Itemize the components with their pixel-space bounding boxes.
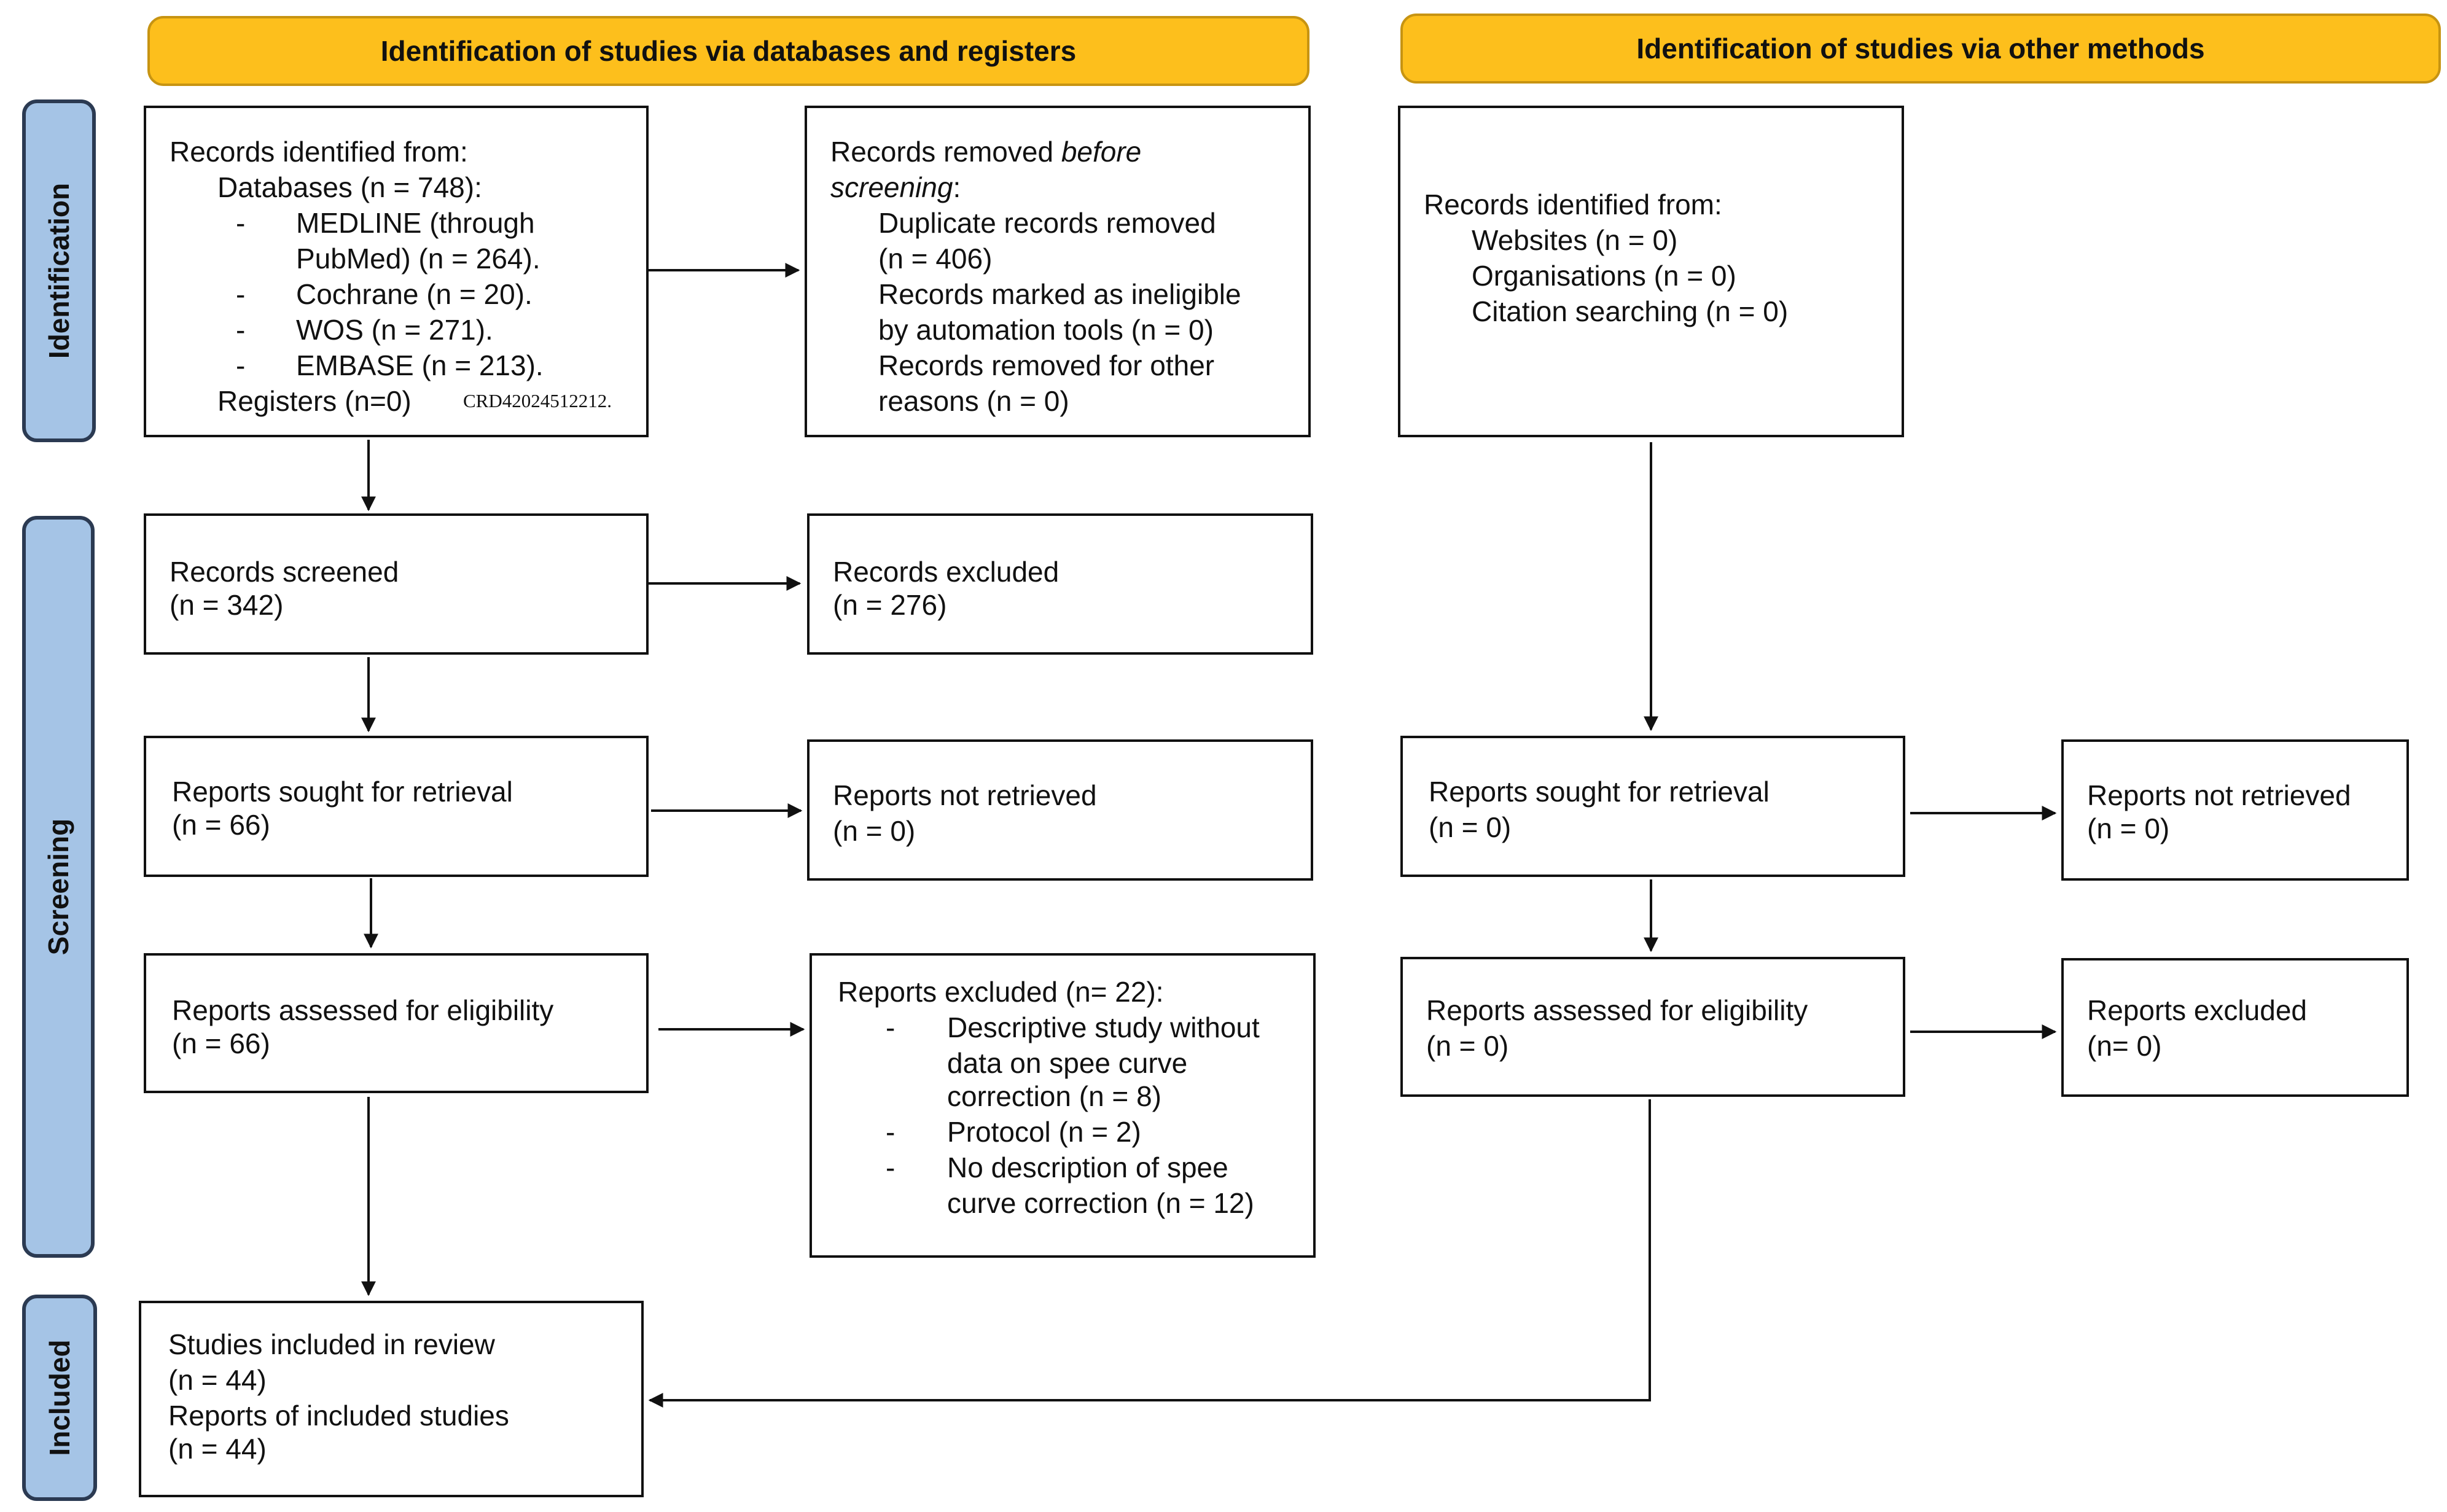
text-removed-title-line1: Records removed before — [830, 134, 1141, 170]
bullet-embase: - — [236, 349, 246, 381]
box-records-identified-other: Records identified from: Websites (n = 0… — [1398, 106, 1904, 437]
text-assessed-other-label: Reports assessed for eligibility — [1426, 994, 1808, 1026]
text-websites: Websites (n = 0) — [1472, 224, 1678, 256]
text-screened-n: (n = 342) — [170, 589, 284, 621]
text-assessed-db-label: Reports assessed for eligibility — [172, 994, 554, 1026]
text-removed-title-italic-2: screening — [830, 171, 953, 203]
text-other-reasons-1: Records removed for other — [878, 349, 1215, 381]
text-no-description-1: No description of spee — [947, 1152, 1228, 1183]
box-records-identified-databases: Records identified from: Databases (n = … — [144, 106, 649, 437]
text-reports-included-n: (n = 44) — [168, 1433, 267, 1465]
text-wos: WOS (n = 271). — [296, 314, 493, 346]
text-descriptive-1: Descriptive study without — [947, 1011, 1260, 1043]
box-reports-excluded-databases: Reports excluded (n= 22): - Descriptive … — [810, 953, 1316, 1258]
phase-identification: Identification — [22, 99, 96, 442]
bullet-medline: - — [236, 207, 246, 239]
box-reports-sought-databases: Reports sought for retrieval (n = 66) — [144, 736, 649, 877]
box-reports-assessed-databases: Reports assessed for eligibility (n = 66… — [144, 953, 649, 1093]
text-reports-excluded-other-n: (n= 0) — [2087, 1030, 2162, 1062]
text-embase: EMBASE (n = 213). — [296, 349, 544, 381]
bullet-cochrane: - — [236, 278, 246, 310]
text-descriptive-2: data on spee curve — [947, 1047, 1188, 1079]
text-cochrane: Cochrane (n = 20). — [296, 278, 533, 310]
text-reports-excluded-other-label: Reports excluded — [2087, 994, 2307, 1026]
header-other-methods: Identification of studies via other meth… — [1400, 14, 2441, 84]
arrow-other-assessed-to-included — [648, 1099, 1651, 1408]
phase-included: Included — [22, 1295, 97, 1501]
box-reports-sought-other: Reports sought for retrieval (n = 0) — [1400, 736, 1905, 877]
box-records-removed-before-screening: Records removed before screening: Duplic… — [805, 106, 1311, 437]
text-descriptive-3: correction (n = 8) — [947, 1080, 1161, 1112]
bullet-protocol: - — [886, 1116, 896, 1148]
bullet-no-description: - — [886, 1152, 896, 1183]
box-reports-not-retrieved-databases: Reports not retrieved (n = 0) — [807, 739, 1313, 881]
text-duplicates-2: (n = 406) — [878, 243, 993, 275]
text-not-retrieved-db-n: (n = 0) — [833, 815, 916, 847]
text-organisations: Organisations (n = 0) — [1472, 260, 1736, 292]
text-not-retrieved-other-label: Reports not retrieved — [2087, 779, 2351, 811]
text-excluded-label: Records excluded — [833, 556, 1060, 588]
text-sought-other-label: Reports sought for retrieval — [1429, 776, 1770, 808]
text-automation-1: Records marked as ineligible — [878, 278, 1241, 310]
box-records-excluded: Records excluded (n = 276) — [807, 513, 1313, 655]
header-databases-registers-label: Identification of studies via databases … — [380, 35, 1077, 67]
text-reports-included: Reports of included studies — [168, 1400, 509, 1432]
bullet-descriptive: - — [886, 1011, 896, 1043]
box-reports-not-retrieved-other: Reports not retrieved (n = 0) — [2061, 739, 2409, 881]
text-sought-db-n: (n = 66) — [172, 809, 270, 841]
text-removed-title-line2: screening: — [830, 170, 961, 205]
text-medline-1: MEDLINE (through — [296, 207, 535, 239]
text-studies-included-n: (n = 44) — [168, 1364, 267, 1396]
header-other-methods-label: Identification of studies via other meth… — [1636, 33, 2205, 64]
text-records-identified-title: Records identified from: — [170, 136, 468, 168]
header-databases-registers: Identification of studies via databases … — [147, 16, 1309, 86]
box-records-screened: Records screened (n = 342) — [144, 513, 649, 655]
text-assessed-other-n: (n = 0) — [1426, 1030, 1509, 1062]
text-reports-excluded-db-title: Reports excluded (n= 22): — [838, 976, 1164, 1008]
bullet-wos: - — [236, 314, 246, 346]
text-duplicates-1: Duplicate records removed — [878, 207, 1216, 239]
box-reports-excluded-other: Reports excluded (n= 0) — [2061, 958, 2409, 1097]
text-screened-label: Records screened — [170, 556, 399, 588]
box-reports-assessed-other: Reports assessed for eligibility (n = 0) — [1400, 957, 1905, 1097]
text-citation-searching: Citation searching (n = 0) — [1472, 295, 1789, 327]
text-protocol: Protocol (n = 2) — [947, 1116, 1141, 1148]
text-removed-title-plain: Records removed — [830, 136, 1061, 168]
text-automation-2: by automation tools (n = 0) — [878, 314, 1214, 346]
text-sought-db-label: Reports sought for retrieval — [172, 776, 513, 808]
text-excluded-n: (n = 276) — [833, 589, 947, 621]
text-not-retrieved-other-n: (n = 0) — [2087, 813, 2170, 844]
text-studies-included: Studies included in review — [168, 1328, 495, 1360]
text-other-reasons-2: reasons (n = 0) — [878, 385, 1069, 417]
text-removed-title-italic: before — [1061, 136, 1142, 168]
text-no-description-2: curve correction (n = 12) — [947, 1187, 1254, 1219]
text-registration-id: CRD42024512212. — [463, 390, 612, 411]
text-removed-title-colon: : — [953, 171, 961, 203]
text-sought-other-n: (n = 0) — [1429, 811, 1512, 843]
text-medline-2: PubMed) (n = 264). — [296, 243, 541, 275]
phase-screening: Screening — [22, 516, 95, 1258]
text-not-retrieved-db-label: Reports not retrieved — [833, 779, 1097, 811]
text-databases-count: Databases (n = 748): — [217, 171, 482, 203]
text-other-identified-title: Records identified from: — [1424, 189, 1722, 220]
text-assessed-db-n: (n = 66) — [172, 1027, 270, 1059]
text-registers: Registers (n=0) — [217, 385, 412, 417]
box-studies-included: Studies included in review (n = 44) Repo… — [139, 1301, 644, 1497]
